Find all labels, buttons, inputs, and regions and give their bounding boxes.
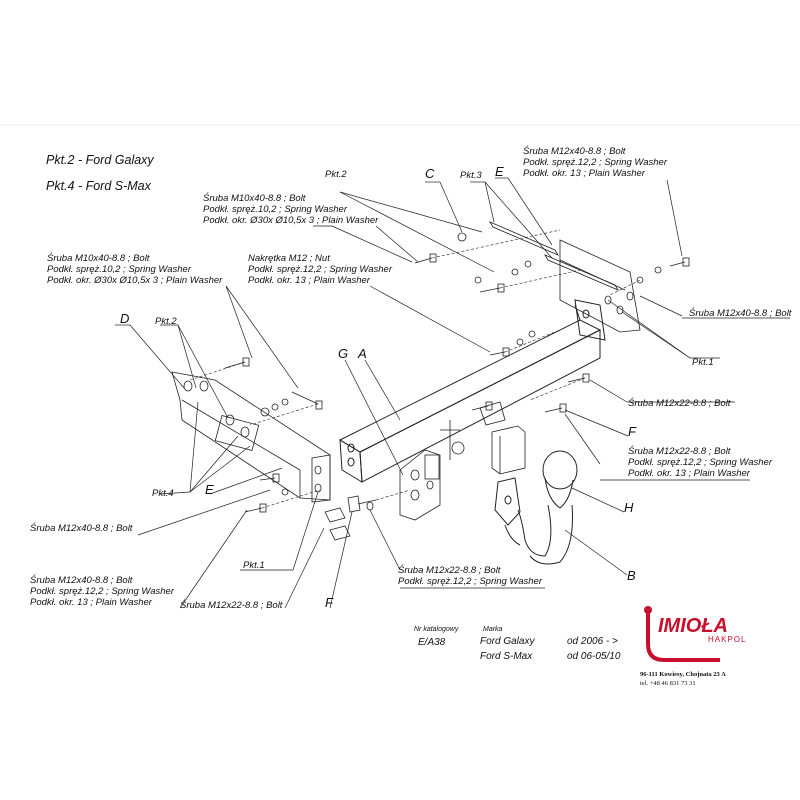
callout-line: Podkł. spręż.12,2 ; Spring Washer — [628, 457, 772, 468]
assembly-axes — [189, 229, 641, 509]
left-mounting-bracket — [171, 371, 331, 503]
letter-a: A — [358, 346, 367, 361]
letter-e-left: E — [205, 482, 214, 497]
hook-icon — [644, 606, 720, 662]
callout-line: Podkł. spręż.12,2 ; Spring Washer — [523, 157, 667, 168]
callout-line: Podkł. spręż.10,2 ; Spring Washer — [203, 204, 347, 215]
letter-f-right: F — [628, 424, 636, 439]
right-mounting-bracket — [489, 221, 641, 333]
callout-line: Podkł. spręż.10,2 ; Spring Washer — [47, 264, 191, 275]
callout-line: Śruba M12x40-8.8 ; Bolt — [30, 575, 133, 586]
catalog-number-label: Nr katalogowy — [414, 626, 459, 633]
model-name: Ford Galaxy — [480, 636, 535, 647]
callout-line: Podkł. okr. 13 ; Plain Washer — [523, 168, 645, 179]
label-pkt1-bottom: Pkt.1 — [243, 560, 265, 571]
top-bolts — [414, 232, 690, 413]
callout-screw-left-single: Śruba M12x40-8.8 ; Bolt — [30, 523, 133, 534]
callout-screw-bottom-mid: Śruba M12x22-8.8 ; Bolt Podkł. spręż.12,… — [398, 565, 542, 587]
brand-sub-text: HAKPOL — [708, 635, 746, 644]
letter-g: G — [338, 346, 349, 361]
brand-address: 96-111 Kowiesy, Chojnata 23 A — [640, 671, 726, 678]
callout-screw-right-single: Śruba M12x40-8.8 ; Bolt — [689, 308, 792, 319]
callout-line: Podkł. spręż.12,2 ; Spring Washer — [398, 576, 542, 587]
callout-line: Podkł. okr. 13 ; Plain Washer — [628, 468, 750, 479]
callout-line: Śruba M10x40-8.8 ; Bolt — [47, 253, 150, 264]
callout-line: Śruba M12x22-8.8 ; Bolt — [628, 446, 731, 457]
callout-line: Podkł. okr. 13 ; Plain Washer — [30, 597, 152, 608]
brand-phone: tel. +48 46 831 73 31 — [640, 680, 696, 687]
callout-nut-mid: Nakrętka M12 ; Nut Podkł. spręż.12,2 ; S… — [248, 253, 392, 286]
callout-line: Śruba M10x40-8.8 ; Bolt — [203, 193, 306, 204]
letter-e-top: E — [495, 164, 504, 179]
callout-screw-top-mid: Śruba M10x40-8.8 ; Bolt Podkł. spręż.10,… — [203, 193, 378, 226]
label-pkt1-right: Pkt.1 — [692, 357, 714, 368]
callout-line: Podkł. spręż.12,2 ; Spring Washer — [30, 586, 174, 597]
label-pkt2-left: Pkt.2 — [155, 316, 177, 327]
label-pkt2-top: Pkt.2 — [325, 169, 347, 180]
catalog-number: E/A38 — [418, 637, 446, 648]
callout-line: Podkł. okr. Ø30x Ø10,5x 3 ; Plain Washer — [47, 275, 223, 286]
letter-f-bottom: F — [325, 595, 333, 610]
crossbar-beam — [338, 299, 606, 483]
callout-screw-top-right: Śruba M12x40-8.8 ; Bolt Podkł. spręż.12,… — [523, 146, 667, 179]
ball-holder-plate — [399, 420, 465, 521]
callout-screw-m12x22-right: Śruba M12x22-8.8 ; Bolt — [628, 398, 731, 409]
callout-line: Podkł. okr. 13 ; Plain Washer — [248, 275, 370, 286]
letter-b: B — [627, 568, 636, 583]
letter-d: D — [120, 311, 130, 326]
callout-line: Podkł. spręż.12,2 ; Spring Washer — [248, 264, 392, 275]
callout-screw-bottom-m12x22: Śruba M12x22-8.8 ; Bolt — [180, 600, 283, 611]
callout-screw-bottom-left: Śruba M12x40-8.8 ; Bolt Podkł. spręż.12,… — [30, 575, 174, 608]
letter-h: H — [624, 500, 634, 515]
callout-line: Nakrętka M12 ; Nut — [248, 253, 330, 264]
bottom-fasteners — [324, 495, 377, 541]
model-date: od 06-05/10 — [567, 651, 621, 662]
callout-screw-left: Śruba M10x40-8.8 ; Bolt Podkł. spręż.10,… — [47, 253, 222, 286]
letter-c: C — [425, 166, 435, 181]
heading-pkt4: Pkt.4 - Ford S-Max — [46, 179, 151, 193]
brand-make-label: Marka — [483, 626, 503, 633]
callout-line: Podkł. okr. Ø30x Ø10,5x 3 ; Plain Washer — [203, 215, 379, 226]
model-date: od 2006 - > — [567, 636, 618, 647]
callout-line: Śruba M12x40-8.8 ; Bolt — [523, 146, 626, 157]
leader-lines — [115, 177, 790, 609]
callout-line: Śruba M12x22-8.8 ; Bolt — [398, 565, 501, 576]
callout-screw-m12x22-washers: Śruba M12x22-8.8 ; Bolt Podkł. spręż.12,… — [628, 446, 772, 479]
model-name: Ford S-Max — [480, 651, 533, 662]
heading-pkt2: Pkt.2 - Ford Galaxy — [46, 153, 154, 167]
brand-logo-text: IMIOŁA — [658, 615, 728, 637]
tow-ball-neck — [494, 450, 578, 565]
label-pkt4: Pkt.4 — [152, 488, 174, 499]
label-pkt3: Pkt.3 — [460, 170, 482, 181]
socket-holder — [479, 401, 526, 475]
